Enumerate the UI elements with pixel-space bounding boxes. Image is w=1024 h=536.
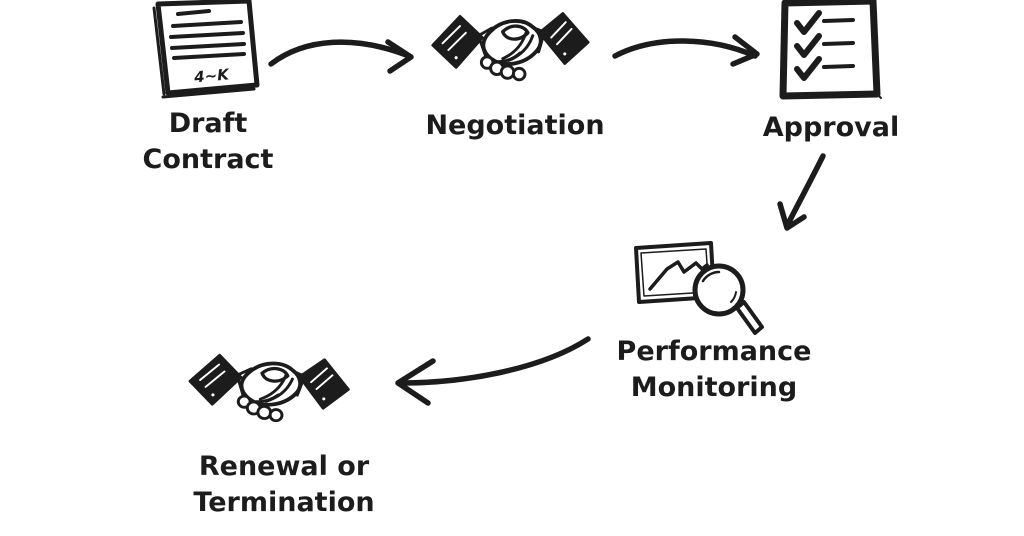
label-performance-monitoring: Performance Monitoring	[617, 334, 812, 406]
label-approval: Approval	[763, 110, 900, 146]
label-line: Approval	[762, 112, 900, 143]
checklist-icon	[779, 0, 882, 100]
label-line: Negotiation	[425, 110, 605, 141]
arrow-monitoring-to-renewal	[395, 336, 591, 406]
arrow-approval-to-monitoring	[777, 153, 826, 231]
arrow-negotiation-to-approval	[612, 34, 760, 67]
label-line: Performance	[616, 336, 812, 367]
label-negotiation: Negotiation	[425, 108, 604, 144]
label-line: Contract	[142, 144, 274, 175]
label-draft-contract: Draft Contract	[143, 106, 274, 178]
handshake-icon	[185, 348, 353, 428]
contract-document-icon: 4~K	[152, 0, 260, 99]
arrow-draft-to-negotiation	[268, 39, 414, 74]
label-line: Monitoring	[630, 372, 798, 403]
label-line: Renewal or	[198, 451, 370, 482]
contract-signature: 4~K	[192, 65, 230, 86]
chart-magnifier-icon	[634, 241, 764, 335]
label-line: Draft	[168, 108, 248, 139]
label-renewal-or-termination: Renewal or Termination	[193, 449, 374, 521]
handshake-icon	[430, 11, 590, 82]
label-line: Termination	[193, 487, 375, 518]
